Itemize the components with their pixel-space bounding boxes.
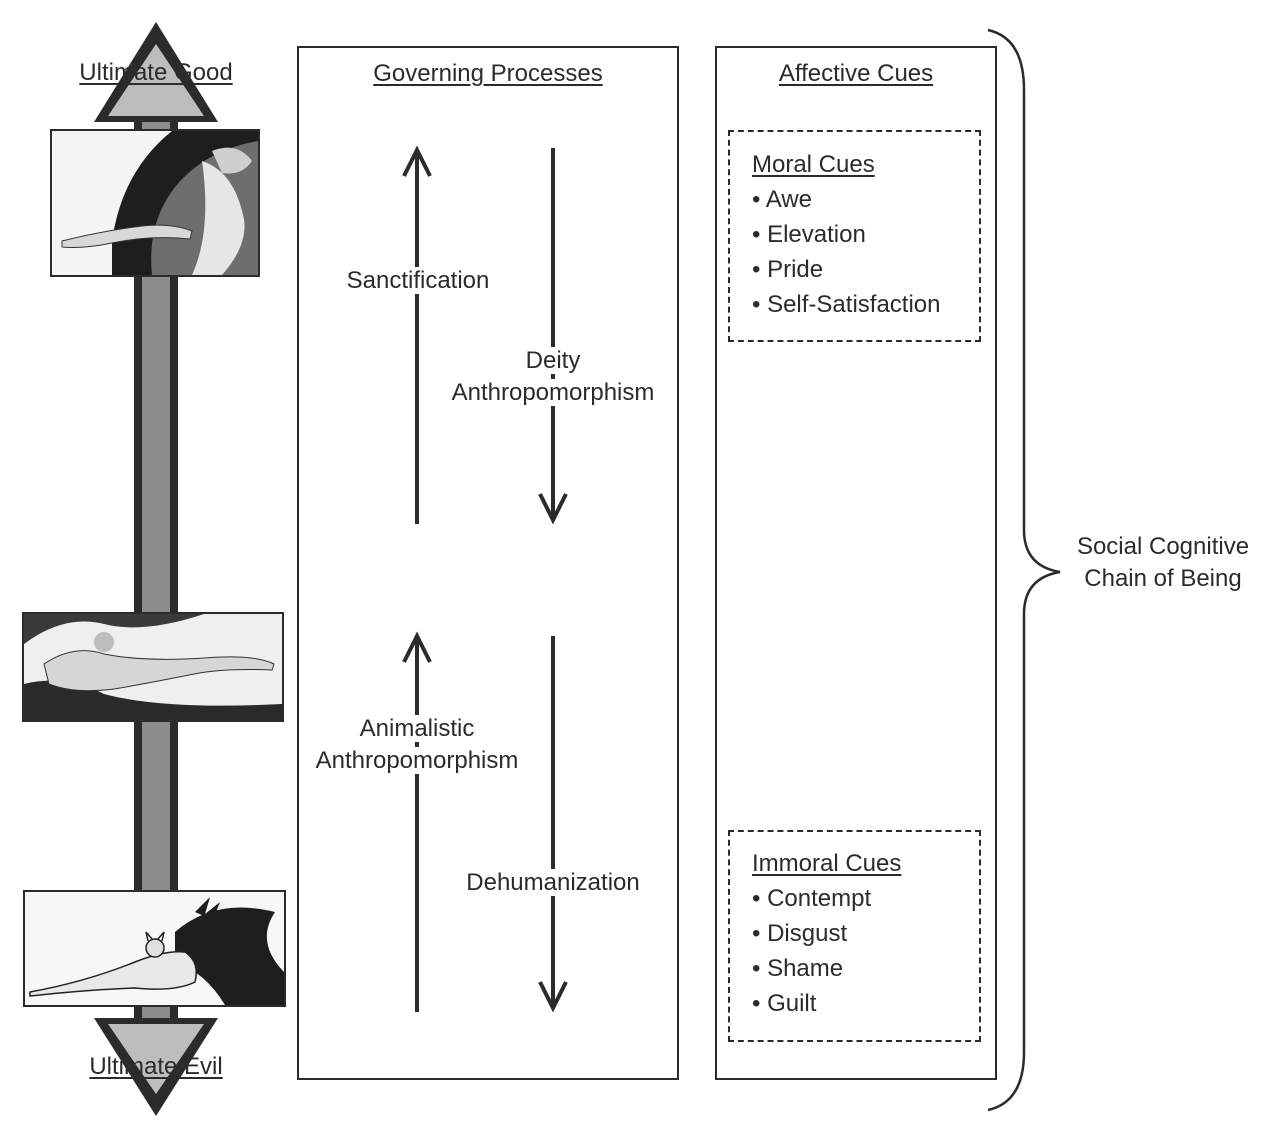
moral-cue-item: Pride <box>752 254 941 289</box>
curly-brace <box>987 28 1061 1112</box>
deity-image <box>50 129 260 277</box>
moral-cue-item: Self-Satisfaction <box>752 289 940 324</box>
governing-processes-panel <box>297 46 679 1080</box>
moral-cues-list: Moral Cues Awe Elevation Pride Self-Sati… <box>752 149 941 324</box>
sanctification-label: Sanctification <box>320 265 516 297</box>
human-illustration <box>24 614 282 720</box>
immoral-cues-box <box>728 830 981 1042</box>
immoral-cue-item: Disgust <box>752 918 901 953</box>
immoral-cue-item: Shame <box>752 953 901 988</box>
affective-cues-title: Affective Cues <box>778 60 934 87</box>
governing-processes-title: Governing Processes <box>373 60 603 87</box>
immoral-cue-item: Guilt <box>752 988 901 1023</box>
immoral-cues-list: Immoral Cues Contempt Disgust Shame Guil… <box>752 848 901 1023</box>
immoral-cues-title: Immoral Cues <box>752 850 902 877</box>
ultimate-evil-label: Ultimate Evil <box>89 1053 223 1080</box>
moral-cues-box <box>728 130 981 342</box>
immoral-cue-item: Contempt <box>752 883 901 918</box>
ultimate-good-label: Ultimate Good <box>79 59 233 86</box>
moral-cue-item: Awe <box>752 184 941 219</box>
deity-illustration <box>52 131 258 275</box>
devil-illustration <box>25 892 284 1005</box>
animalistic-anthropomorphism-label: Animalistic Anthropomorphism <box>300 713 534 777</box>
moral-cue-item: Elevation <box>752 219 941 254</box>
deity-anthropomorphism-label: Deity Anthropomorphism <box>428 345 678 409</box>
dehumanization-label: Dehumanization <box>440 867 666 899</box>
devil-image <box>23 890 286 1007</box>
axis-top-arrowhead-inner <box>108 44 204 116</box>
axis-bottom-arrowhead-inner <box>108 1024 204 1094</box>
human-image <box>22 612 284 722</box>
moral-cues-title: Moral Cues <box>752 151 875 178</box>
brace-label: Social Cognitive Chain of Being <box>1076 533 1250 592</box>
